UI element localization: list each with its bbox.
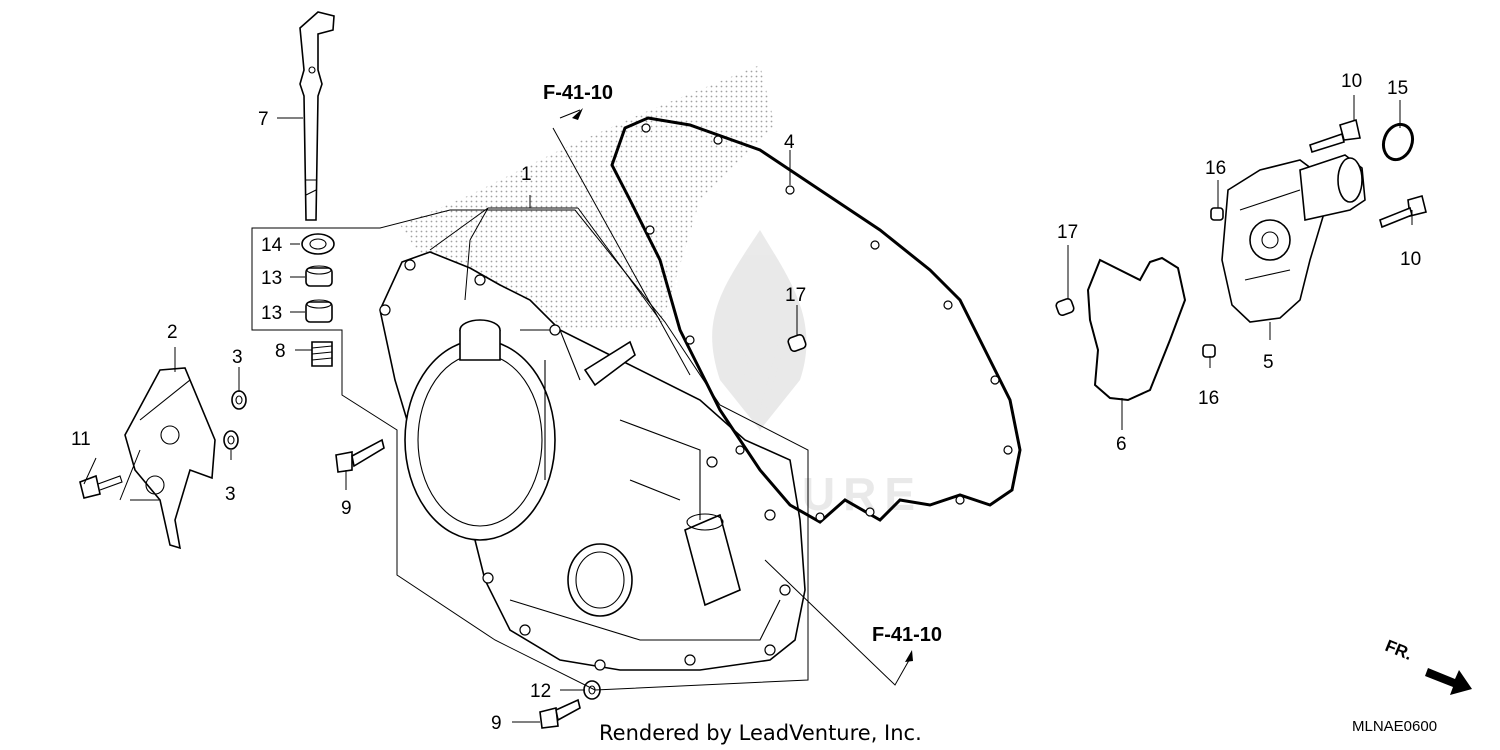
reference-label-upper: F-41-10 <box>543 82 613 104</box>
diagram-code: MLNAE0600 <box>1352 718 1437 735</box>
cover-bracket <box>124 367 216 550</box>
needle-bearing-upper <box>305 265 333 287</box>
callout-1: 1 <box>521 164 532 185</box>
reference-arrow-lower <box>905 650 913 662</box>
callout-4: 4 <box>784 132 795 153</box>
dowel-pin-16b <box>1202 344 1216 358</box>
callout-3b: 3 <box>225 484 236 505</box>
oil-seal <box>301 233 335 255</box>
callout-14: 14 <box>261 235 283 256</box>
callout-7: 7 <box>258 109 269 130</box>
water-pump-gasket <box>1086 256 1187 402</box>
right-crankcase-cover <box>379 251 806 671</box>
shaded-region <box>400 65 775 330</box>
dowel-pin-16a <box>1210 207 1224 221</box>
leader-lines <box>83 95 1413 723</box>
washer-3a <box>231 390 247 410</box>
front-direction-indicator: FR. <box>1383 636 1472 695</box>
dowel-pin-17b <box>1055 298 1075 316</box>
callout-13b: 13 <box>261 303 282 324</box>
o-ring-15 <box>1381 122 1415 162</box>
washer-3b <box>223 430 239 450</box>
group-outline <box>251 209 809 691</box>
bolt-9-upper <box>335 438 385 473</box>
spring <box>311 341 333 367</box>
callout-10a: 10 <box>1341 71 1362 92</box>
callout-5: 5 <box>1263 352 1274 373</box>
watermark-logo <box>712 230 807 432</box>
callout-9a: 9 <box>341 498 352 519</box>
render-credit: Rendered by LeadVenture, Inc. <box>599 721 922 745</box>
callout-12: 12 <box>530 681 551 702</box>
callout-2: 2 <box>167 322 178 343</box>
callout-13a: 13 <box>261 268 282 289</box>
shift-shaft <box>299 11 335 221</box>
cover-gasket <box>610 116 1022 524</box>
needle-bearing-lower <box>305 299 333 323</box>
callout-17b: 17 <box>785 285 806 306</box>
callout-15: 15 <box>1387 78 1408 99</box>
callout-10b: 10 <box>1400 249 1421 270</box>
water-pump <box>1221 154 1366 323</box>
reference-arrow-upper <box>572 108 583 120</box>
callouts: 1 2 3 3 4 5 6 7 8 9 9 10 10 11 12 13 13 … <box>71 71 1421 734</box>
callout-16a: 16 <box>1205 158 1226 179</box>
bolt-10-upper <box>1309 118 1361 154</box>
front-arrow-icon <box>1425 668 1472 695</box>
reference-label-lower: F-41-10 <box>872 624 942 646</box>
callout-11: 11 <box>71 429 91 450</box>
bolt-10-lower <box>1379 195 1427 229</box>
front-direction-label: FR. <box>1383 636 1416 664</box>
callout-17a: 17 <box>1057 222 1078 243</box>
callout-6: 6 <box>1116 434 1127 455</box>
callout-3a: 3 <box>232 347 243 368</box>
bolt-9-lower <box>539 698 581 729</box>
callout-8: 8 <box>275 341 286 362</box>
dowel-pin-17a <box>787 334 807 352</box>
callout-16b: 16 <box>1198 388 1219 409</box>
callout-9b: 9 <box>491 713 502 734</box>
